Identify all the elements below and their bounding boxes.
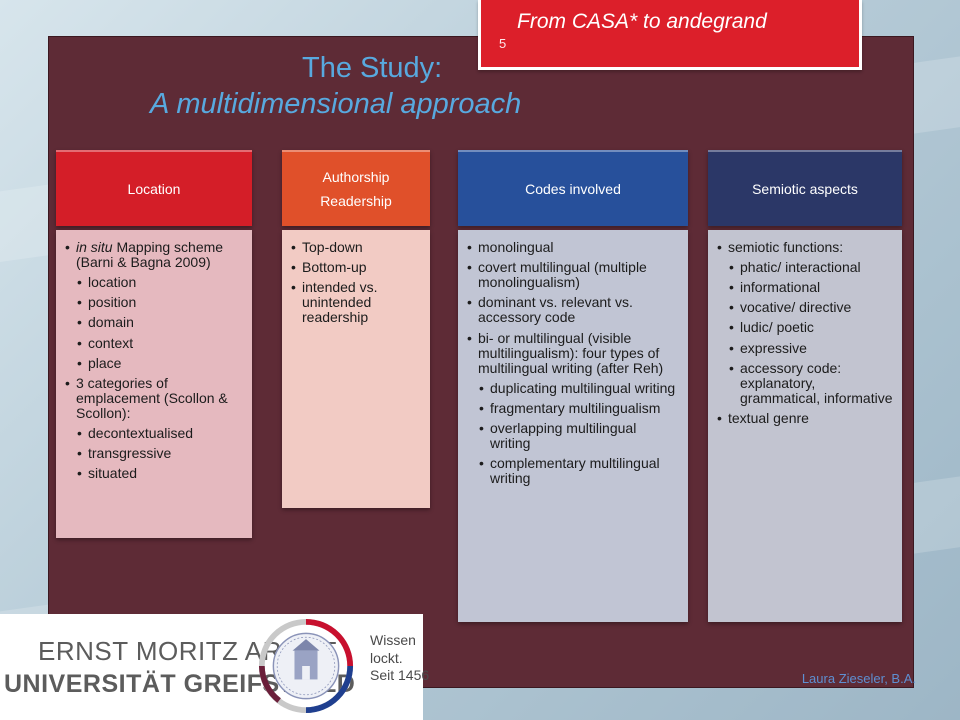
list-item-text: duplicating multilingual writing	[490, 379, 676, 396]
list-item-text: location	[88, 274, 137, 291]
list-item-text: overlapping multilingual writing	[490, 420, 637, 452]
list-item: semiotic functions:	[716, 239, 894, 255]
list-item-text: dominant vs. relevant vs. accessory code	[478, 294, 633, 326]
list-item-text: decontextualised	[88, 425, 194, 442]
list-item: covert multilingual (multiple monolingua…	[466, 260, 680, 290]
list-item: situated	[76, 465, 244, 482]
list-item-text: accessory code: explanatory, grammatical…	[740, 359, 893, 406]
bullet-list: monolingual covert multilingual (multiple…	[466, 239, 680, 487]
list-item-text: complementary multilingual writing	[490, 455, 660, 487]
list-item: fragmentary multilingualism	[478, 399, 680, 416]
list-item: intended vs. unintended readership	[290, 280, 422, 325]
list-item-text: Bottom-up	[302, 259, 367, 276]
column-body-authorship: Top-downBottom-up intended vs. unintended…	[282, 230, 430, 508]
list-item: dominant vs. relevant vs. accessory code	[466, 295, 680, 325]
list-item: overlapping multilingual writing	[478, 421, 680, 451]
list-item-italic: in situ	[76, 239, 113, 255]
column-body-location: in situ Mapping scheme (Barni & Bagna 20…	[56, 230, 252, 538]
list-item: accessory code: explanatory, grammatical…	[728, 359, 894, 406]
list-item: bi- or multilingual (visible multilingua…	[466, 329, 680, 376]
column-body-codes: monolingual covert multilingual (multiple…	[458, 230, 688, 622]
column-header-location: Location	[56, 150, 252, 226]
list-item: context	[76, 334, 244, 351]
slide-subtitle: A multidimensional approach	[150, 88, 522, 120]
logo-motto-line: Seit 1456	[370, 667, 430, 683]
column-header-label: Authorship	[322, 169, 390, 185]
list-item-text: Mapping scheme (Barni & Bagna 2009)	[76, 239, 224, 271]
column-header-label: Codes involved	[525, 181, 621, 197]
list-item-text: transgressive	[88, 445, 172, 462]
university-logo: ERNST MORITZ ARNDT UNIVERSITÄT GREIFSWAL…	[0, 614, 429, 720]
list-item-text: situated	[88, 465, 138, 482]
list-item: in situ Mapping scheme (Barni & Bagna 20…	[64, 239, 244, 271]
list-item-text: textual genre	[728, 409, 809, 426]
list-item-text: intended vs. unintended readership	[302, 279, 378, 326]
list-item: transgressive	[76, 445, 244, 462]
list-item-text: domain	[88, 314, 134, 331]
logo-motto-line: lockt.	[370, 649, 403, 666]
list-item: location	[76, 274, 244, 291]
column-body-semiotic: semiotic functions: phatic/ interactional…	[708, 230, 902, 622]
bullet-list: Top-downBottom-up intended vs. unintended…	[290, 239, 422, 326]
list-item: domain	[76, 314, 244, 331]
column-header-label: Readership	[320, 193, 392, 209]
logo-motto-line: Wissen	[370, 632, 416, 648]
bullet-list: semiotic functions: phatic/ interactional…	[716, 239, 894, 426]
list-item: duplicating multilingual writing	[478, 379, 680, 396]
list-item-text: 3 categories of emplacement (Scollon & S…	[76, 374, 228, 421]
list-item: place	[76, 354, 244, 371]
slide-title: The Study:	[302, 52, 443, 84]
list-item: expressive	[728, 339, 894, 356]
list-item-text: context	[88, 334, 134, 351]
slide-number: 5	[499, 36, 507, 51]
list-item-text: monolingual	[478, 239, 554, 255]
header-title: From CASA* to andegrand	[517, 10, 767, 33]
list-item-text: expressive	[740, 339, 807, 356]
column-header-codes: Codes involved	[458, 150, 688, 226]
list-item-text: ludic/ poetic	[740, 319, 814, 336]
list-item: position	[76, 294, 244, 311]
author-name: Laura Zieseler, B.A.	[801, 671, 916, 686]
list-item-text: informational	[740, 279, 821, 296]
list-item-text: phatic/ interactional	[740, 259, 861, 276]
column-header-label: Semiotic aspects	[752, 181, 858, 197]
list-item-text: covert multilingual (multiple monolingua…	[478, 259, 647, 291]
list-item: monolingual	[466, 239, 680, 255]
list-item: phatic/ interactional	[728, 259, 894, 276]
list-item: informational	[728, 279, 894, 296]
list-item: vocative/ directive	[728, 299, 894, 316]
list-item-text: fragmentary multilingualism	[490, 399, 661, 416]
column-header-label: Location	[127, 181, 181, 197]
list-item: textual genre	[716, 409, 894, 426]
list-item: complementary multilingual writing	[478, 456, 680, 486]
university-seal-icon	[258, 618, 354, 714]
list-item-text: bi- or multilingual (visible multilingua…	[478, 329, 664, 376]
list-item-text: place	[88, 354, 122, 371]
logo-motto: Wissen lockt. Seit 1456	[370, 632, 429, 685]
list-item-text: position	[88, 294, 137, 311]
list-item: decontextualised	[76, 425, 244, 442]
column-header-semiotic: Semiotic aspects	[708, 150, 902, 226]
list-item: ludic/ poetic	[728, 319, 894, 336]
list-item: 3 categories of emplacement (Scollon & S…	[64, 374, 244, 421]
header-banner: From CASA* to andegrand 5	[478, 0, 862, 70]
list-item-text: Top-down	[302, 239, 363, 255]
list-item: Bottom-up	[290, 259, 422, 276]
list-item-text: semiotic functions:	[728, 239, 844, 255]
list-item: Top-down	[290, 239, 422, 255]
bullet-list: in situ Mapping scheme (Barni & Bagna 20…	[64, 239, 244, 482]
list-item-text: vocative/ directive	[740, 299, 852, 316]
